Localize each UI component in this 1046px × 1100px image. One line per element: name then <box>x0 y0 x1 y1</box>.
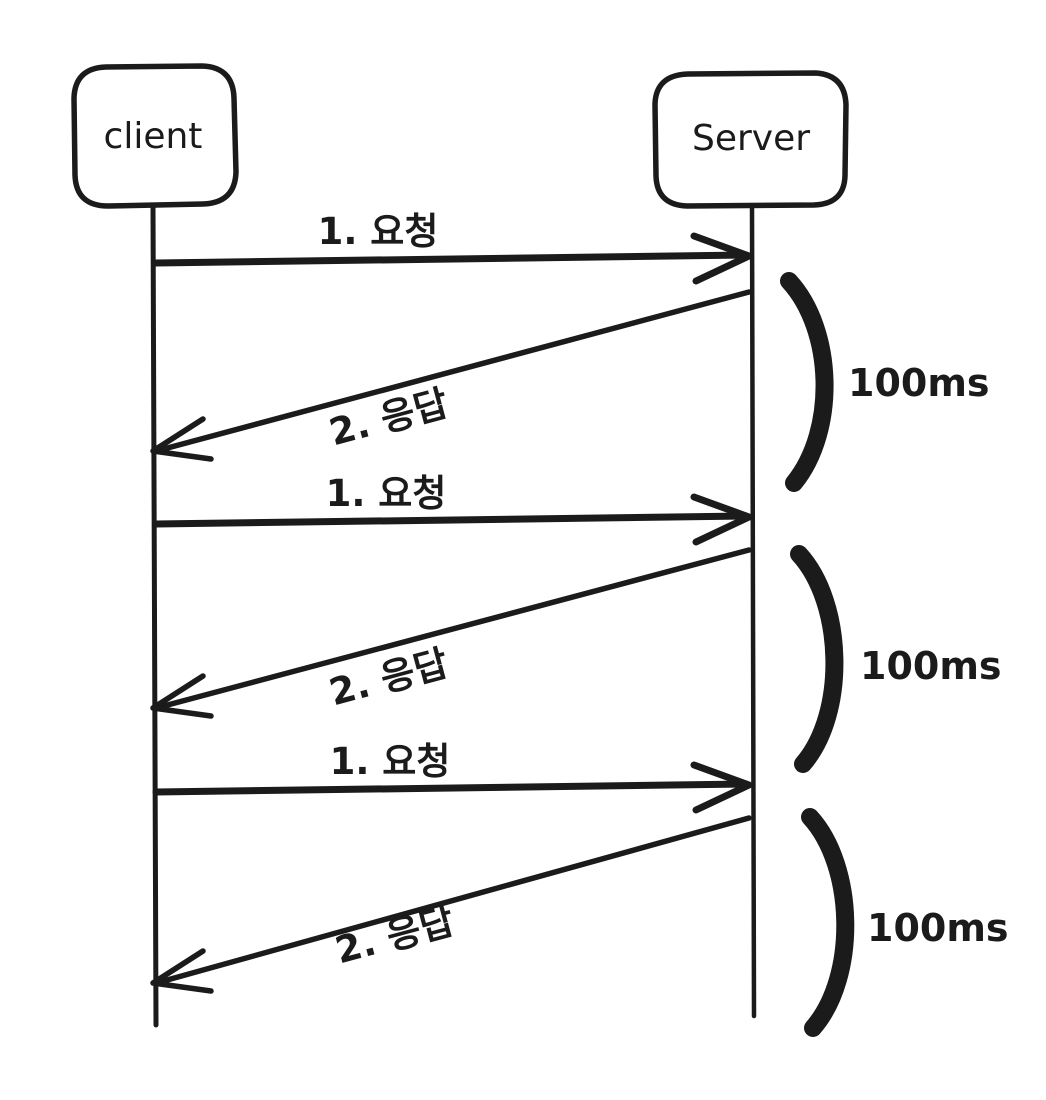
response-2-label: 2. 응답 <box>325 642 453 715</box>
response-3-arrowhead-icon <box>150 948 214 994</box>
request-1-arrow <box>152 251 750 267</box>
latency-2-label: 100ms <box>860 644 1002 688</box>
request-1-arrowhead-icon <box>690 232 753 285</box>
response-2-arrow <box>157 547 752 710</box>
latency-brace-1-icon <box>780 272 834 492</box>
request-2-arrowhead-icon <box>690 493 753 546</box>
exchange-1: 1. 요청 2. 응답 100ms <box>150 210 990 492</box>
exchange-2: 1. 요청 2. 응답 100ms <box>150 472 1002 773</box>
response-1-arrow <box>157 289 752 453</box>
request-2-label: 1. 요청 <box>326 472 447 515</box>
server-box <box>652 70 849 209</box>
client-lifeline <box>150 203 159 1028</box>
request-3-arrowhead-icon <box>690 761 753 814</box>
server-label: Server <box>692 118 810 159</box>
response-2-arrowhead-icon <box>150 673 214 719</box>
actor-server: Server <box>652 70 849 1019</box>
actor-client: client <box>71 63 239 1028</box>
latency-1-label: 100ms <box>848 361 990 405</box>
exchange-3: 1. 요청 2. 응답 100ms <box>150 740 1009 1037</box>
request-3-arrow <box>152 780 750 796</box>
response-3-arrow <box>157 815 752 985</box>
request-2-arrow <box>152 512 750 528</box>
request-1-label: 1. 요청 <box>318 210 439 253</box>
latency-3-label: 100ms <box>867 906 1009 950</box>
request-3-label: 1. 요청 <box>330 740 451 783</box>
response-1-arrowhead-icon <box>150 416 214 462</box>
response-1-label: 2. 응답 <box>325 382 453 455</box>
latency-brace-3-icon <box>801 808 855 1037</box>
latency-brace-2-icon <box>790 545 844 773</box>
client-label: client <box>104 116 203 157</box>
server-lifeline <box>749 203 757 1019</box>
client-box <box>71 63 239 209</box>
response-3-label: 2. 응답 <box>331 900 459 973</box>
